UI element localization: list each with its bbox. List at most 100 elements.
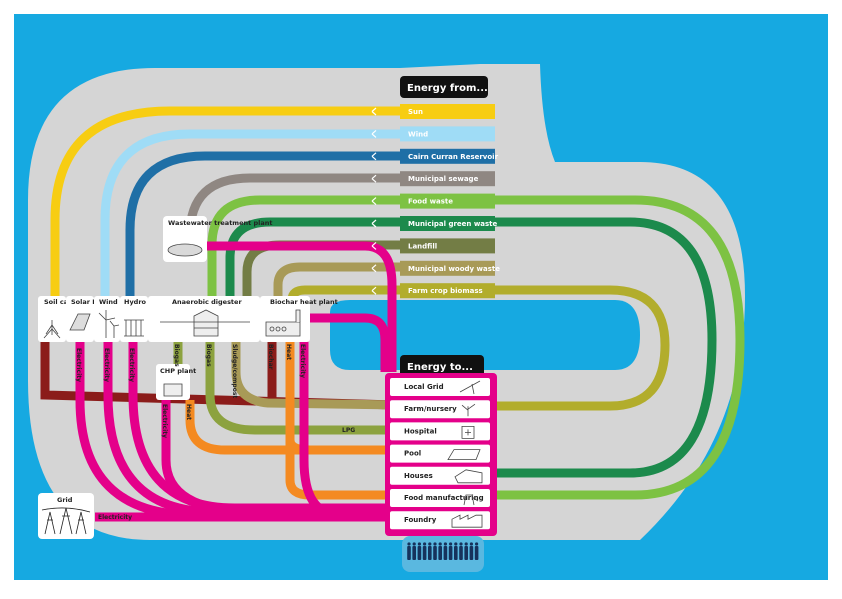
person-icon [459,542,463,560]
person-body [469,546,474,560]
person-head [469,542,473,546]
person-body [454,546,458,560]
person-head [423,542,427,546]
food-factory-icon [463,494,479,506]
destination-label: Pool [404,450,421,458]
source-label: Municipal green waste [408,220,498,228]
source-item: Sun [371,104,495,119]
source-bar [400,104,495,119]
flow-label-electricity-hydro: Electricity [128,348,135,382]
converter-row: Soil carbon Solar PV Wind Hydro Anaerobi… [38,216,338,539]
solar-panel-icon [69,313,91,331]
solar-pv-label: Solar PV [71,298,102,306]
flow-label-biogas-2: Biogas [205,344,212,367]
pylon-icon [41,507,91,535]
wind-box [94,296,120,342]
destinations-panel: Energy to... Local GridFarm/nurseryHospi… [385,355,497,572]
soil-carbon-box [38,296,66,342]
source-label: Municipal woody waste [408,265,500,273]
house-icon [454,469,483,484]
person-icon [469,542,474,560]
person-icon [448,542,453,560]
source-item: Food waste [371,193,495,209]
treatment-pond-icon [167,243,203,257]
person-body [417,546,422,560]
person-body [448,546,453,560]
person-body [407,546,411,560]
source-bar [400,260,495,276]
flow-wind [100,129,495,300]
pool-icon [447,449,481,460]
destination-item: Foundry [390,511,490,530]
anaerobic-digester-label: Anaerobic digester [172,298,242,306]
flow-arrow-icon [371,241,377,250]
person-body [443,546,448,560]
grey-track [28,64,745,540]
source-label: Farm crop biomass [408,287,483,295]
source-bar [400,126,495,142]
flow-green-waste [225,217,495,300]
sources-header-bg [400,76,488,98]
destination-label: Foundry [404,516,437,524]
flow-farm-biomass-right [490,285,670,411]
source-label: Wind [408,130,428,138]
person-body [428,546,432,560]
flow-label-electricity-biochar: Electricity [299,344,306,378]
flow-reservoir [125,151,495,300]
flow-label-electricity-solar: Electricity [103,348,110,382]
destination-row [390,378,490,396]
source-item: Cairn Curran Reservoir [371,148,499,164]
source-bar [400,171,495,187]
food-factory-icon-shape [463,494,479,506]
house-icon-shape [454,469,483,484]
flow-label-heat-chp: Heat [185,404,192,420]
person-body [459,546,463,560]
source-item: Farm crop biomass [371,283,495,299]
wind-label: Wind [99,298,118,306]
roots-icon [43,320,61,339]
person-icon [417,542,422,560]
destination-item: Hospital [390,422,490,441]
person-icon [454,542,458,560]
chp-plant-label: CHP plant [160,367,196,375]
destination-row [390,400,490,419]
source-bar [400,238,495,254]
flow-labels: Electricity Electricity Electricity Biog… [75,344,355,521]
destination-item: Farm/nursery [390,400,490,419]
person-body [474,546,479,560]
flow-label-sludge: Sludge/compost [231,344,238,398]
destination-item: Local Grid [390,378,490,396]
flow-label-electricity-grid: Electricity [98,514,132,521]
flow-heat-chp [185,400,395,455]
digester-tank-icon [160,309,250,337]
flow-sludge [231,340,396,410]
flow-woody [273,262,495,300]
flow-arrow-icon [371,174,377,183]
source-label: Food waste [408,198,453,206]
person-head [428,542,432,546]
person-icon [438,542,442,560]
source-label: Municipal sewage [408,175,479,183]
flow-label-heat: Heat [285,344,292,360]
person-head [407,542,411,546]
hospital-icon [461,426,475,439]
biochar-heat-plant-label: Biochar heat plant [270,298,338,306]
source-item: Municipal woody waste [371,260,500,276]
flow-heat-biochar-2 [285,439,395,455]
community-panel [402,536,484,572]
flow-biogas [205,340,395,435]
people-icon [407,542,479,560]
flow-arrow-icon [371,219,377,228]
flow-sun [50,106,495,300]
dam-icon [124,319,144,337]
person-head [464,542,468,546]
destination-row [390,444,490,463]
source-label: Cairn Curran Reservoir [408,153,499,161]
sources-header: Energy from... [407,83,488,94]
source-item: Municipal green waste [371,216,498,231]
destination-item: Pool [390,444,490,463]
source-bar [400,148,495,164]
person-head [459,542,463,546]
person-body [464,546,468,560]
